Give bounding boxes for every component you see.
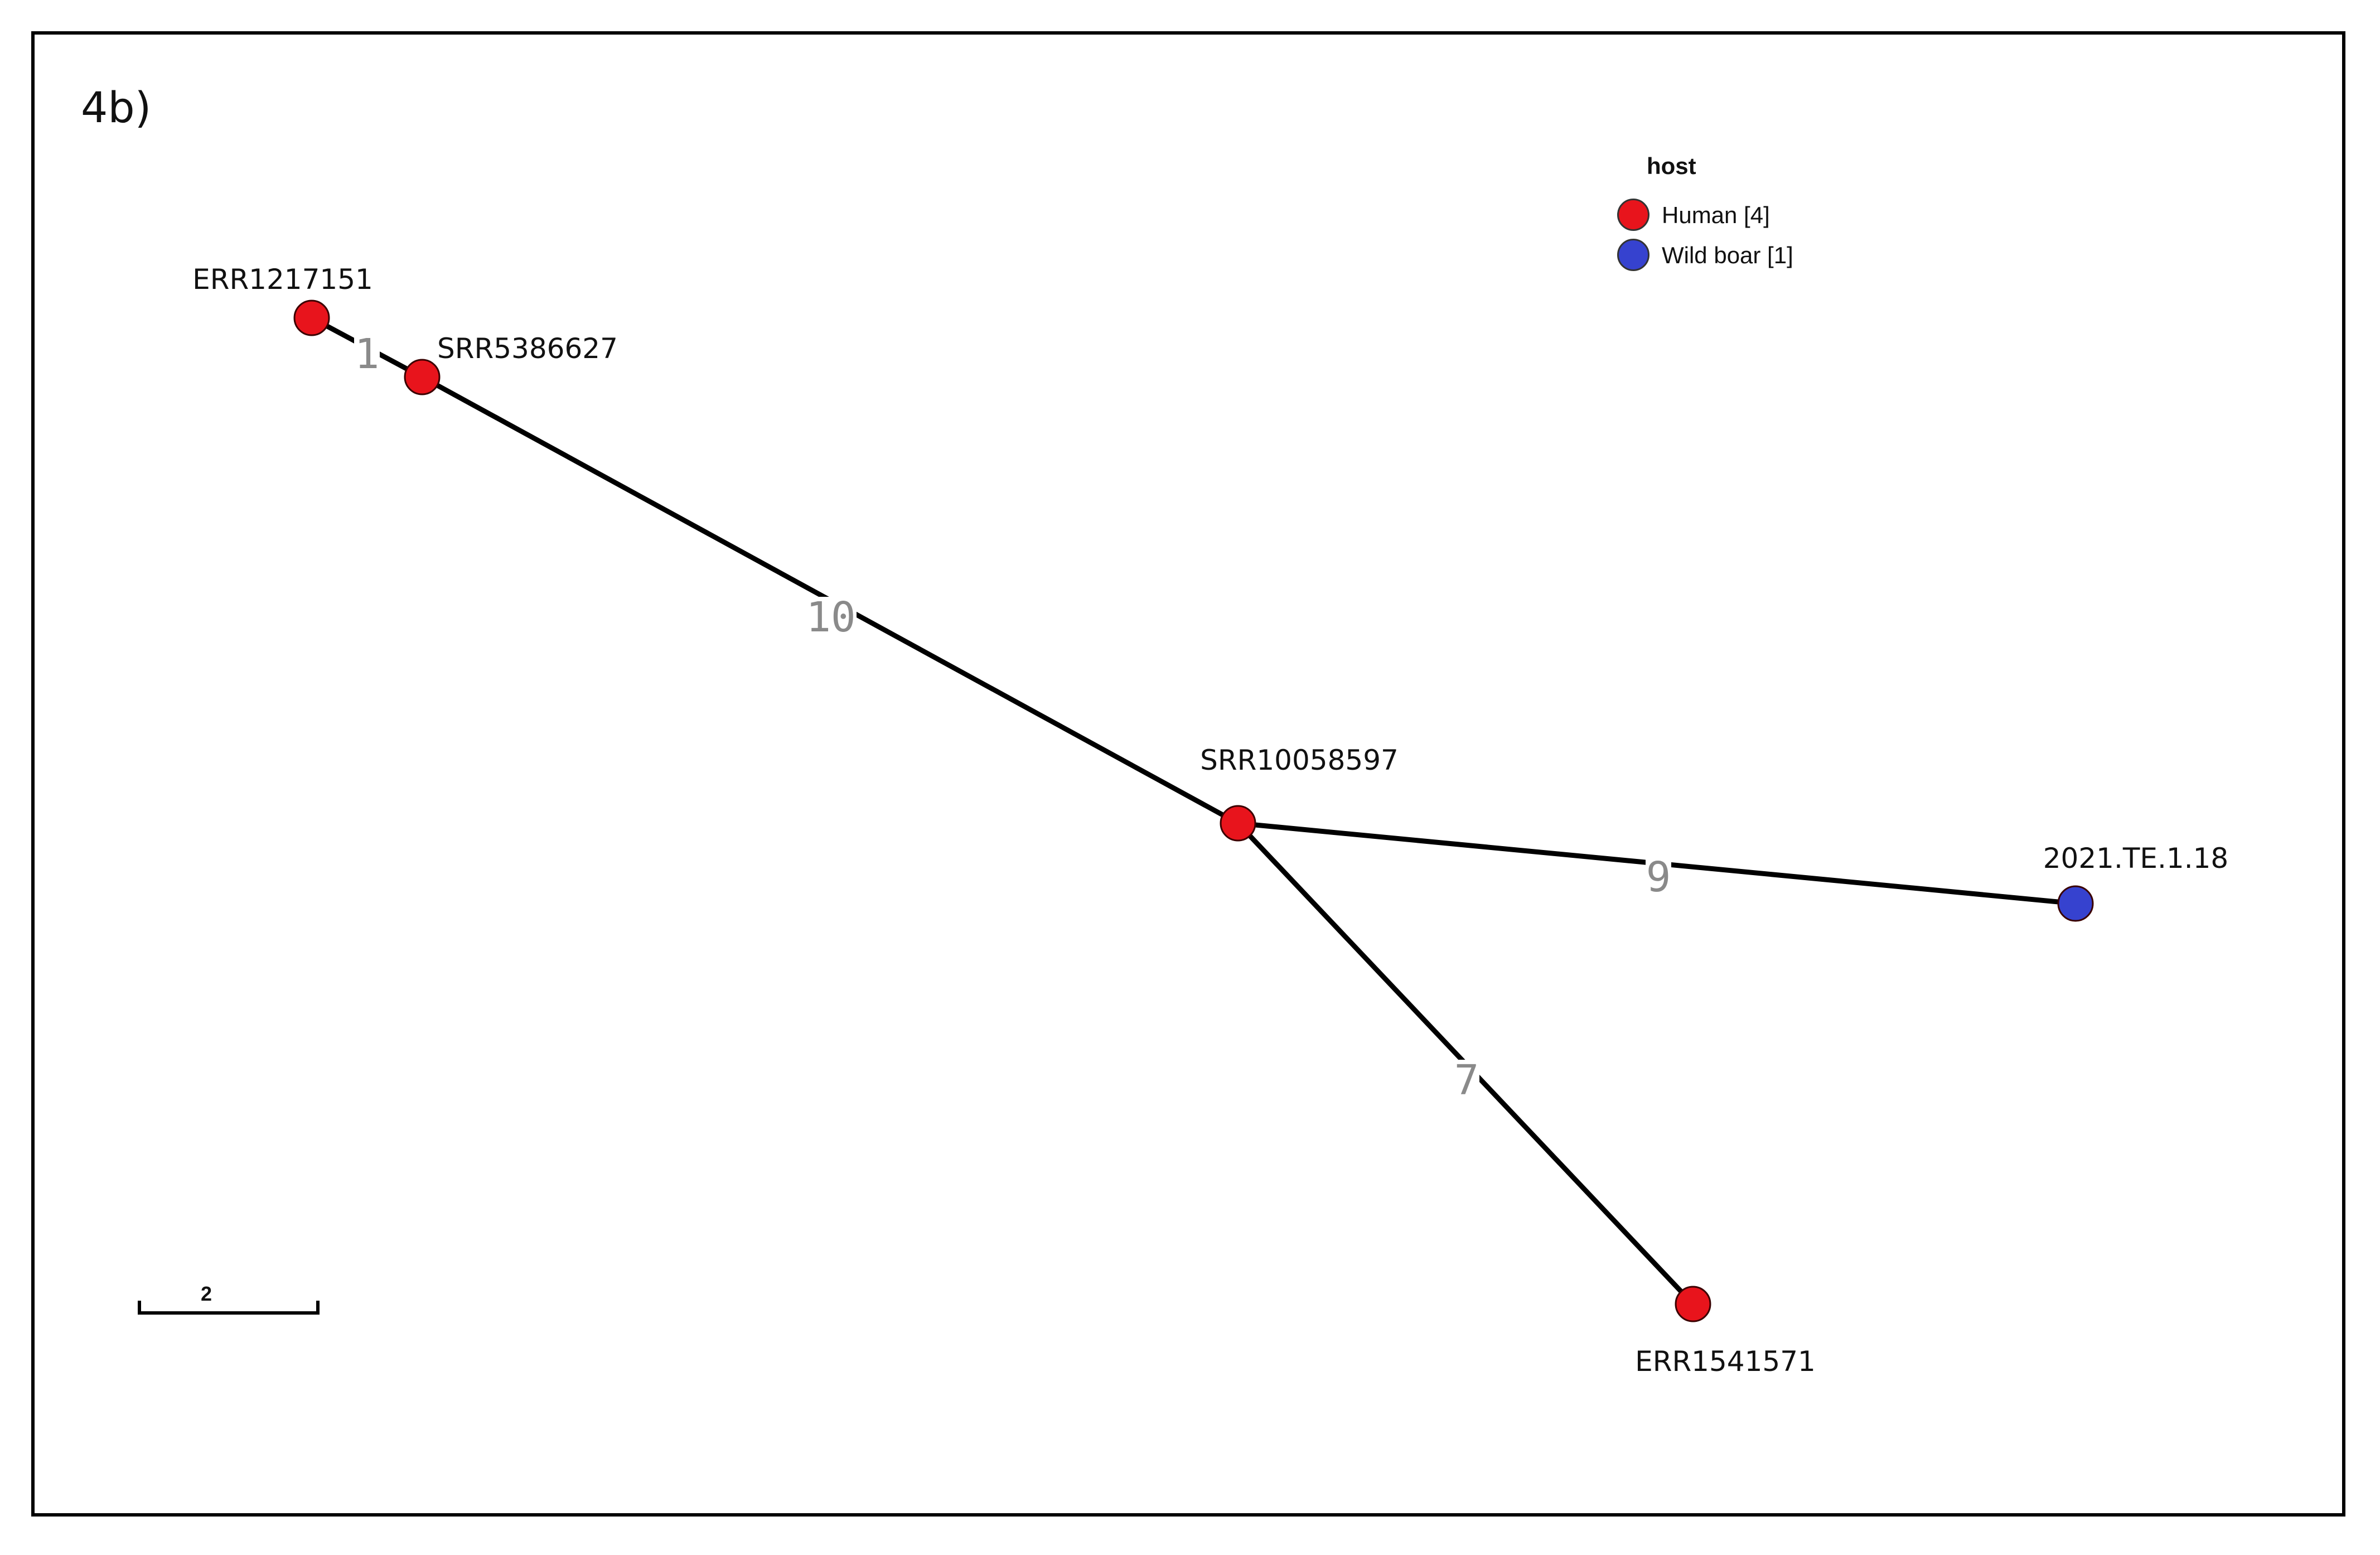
edge-distance-label: 10 bbox=[806, 593, 855, 641]
legend-label-human: Human [4] bbox=[1662, 202, 1770, 228]
legend-title: host bbox=[1647, 153, 1696, 179]
edges-layer bbox=[310, 316, 2076, 1306]
edge-label-background bbox=[354, 334, 380, 373]
node-label-ERR1541571: ERR1541571 bbox=[1635, 1345, 1816, 1378]
node-SRR5386627 bbox=[404, 359, 441, 395]
edge-distance-label: 7 bbox=[1454, 1056, 1479, 1104]
node-label-SRR10058597: SRR10058597 bbox=[1200, 744, 1399, 776]
edge-distance-label: 9 bbox=[1646, 853, 1671, 901]
node-ERR1217151 bbox=[293, 300, 330, 336]
nodes-layer bbox=[293, 300, 2094, 1322]
panel-label: 4b) bbox=[81, 83, 152, 132]
node-label-ERR1217151: ERR1217151 bbox=[192, 263, 373, 296]
scale-bar-label: 2 bbox=[201, 1282, 212, 1305]
edge-distance-label: 1 bbox=[355, 330, 380, 378]
node-2021.TE.1.18 bbox=[2057, 885, 2094, 922]
scale-bar: 2 bbox=[138, 1282, 320, 1315]
node-label-SRR5386627: SRR5386627 bbox=[437, 332, 618, 365]
node-SRR10058597 bbox=[1220, 805, 1256, 842]
edge-labels-layer: 1 10 9 7 bbox=[354, 330, 1671, 1104]
figure-frame bbox=[31, 31, 2345, 1517]
node-label-2021.TE.1.18: 2021.TE.1.18 bbox=[2043, 842, 2229, 875]
scale-bar-line bbox=[138, 1301, 320, 1315]
edge-label-background bbox=[1646, 857, 1671, 896]
edge-label-background bbox=[805, 597, 857, 636]
legend-swatch-wild-boar bbox=[1617, 239, 1649, 271]
node-ERR1541571 bbox=[1675, 1286, 1711, 1322]
edge-label-background bbox=[1454, 1060, 1479, 1099]
legend-label-wild-boar: Wild boar [1] bbox=[1662, 242, 1793, 268]
legend-swatch-human bbox=[1617, 199, 1649, 231]
